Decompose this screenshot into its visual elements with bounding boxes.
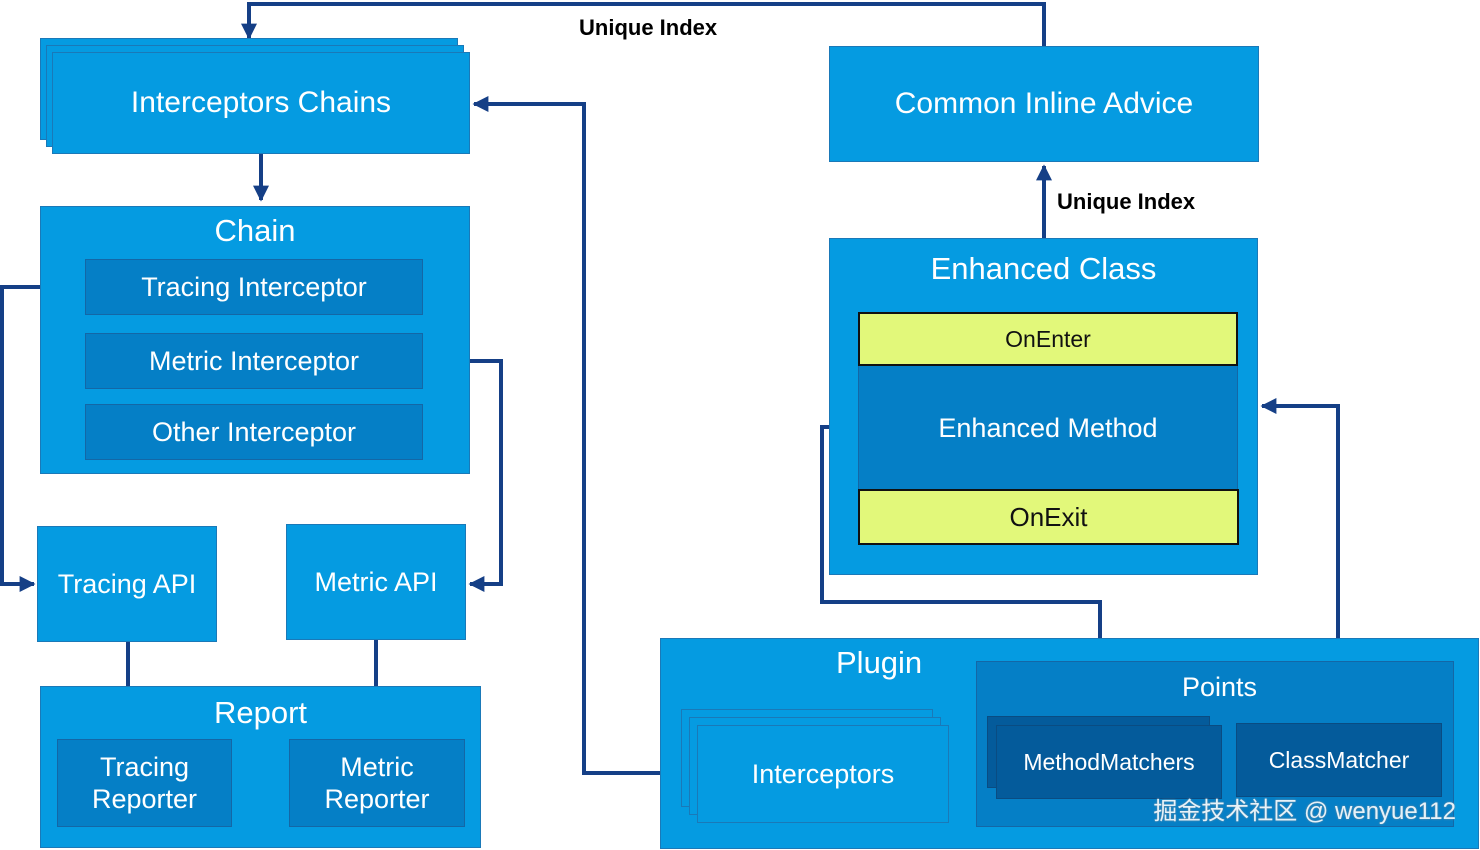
- on-exit-box: OnExit: [858, 489, 1239, 545]
- points-box: Points MethodMatchers ClassMatcher: [976, 661, 1454, 827]
- edge-label-unique-index-top: Unique Index: [579, 15, 718, 40]
- enhanced-method-label: Enhanced Method: [938, 412, 1158, 443]
- other-interceptor-label: Other Interceptor: [151, 416, 357, 447]
- enhanced-method-box: Enhanced Method: [858, 365, 1238, 491]
- common-inline-advice-box: Common Inline Advice: [829, 46, 1259, 162]
- class-matcher-label: ClassMatcher: [1268, 746, 1410, 773]
- method-matchers-box: MethodMatchers: [996, 725, 1222, 799]
- points-title: Points: [1182, 672, 1258, 702]
- method-matchers-label: MethodMatchers: [1023, 748, 1195, 775]
- report-title: Report: [213, 695, 308, 730]
- tracing-api-label: Tracing API: [57, 568, 197, 599]
- metric-interceptor-box: Metric Interceptor: [85, 333, 423, 389]
- tracing-reporter-box: Tracing Reporter: [57, 739, 232, 827]
- tracing-api-box: Tracing API: [37, 526, 217, 642]
- tracing-reporter-label: Tracing Reporter: [91, 752, 198, 814]
- watermark-text: 掘金技术社区 @ wenyue112: [1153, 798, 1456, 825]
- chain-title: Chain: [214, 213, 296, 248]
- interceptors-chains-box: Interceptors Chains: [52, 52, 470, 154]
- metric-api-box: Metric API: [286, 524, 466, 640]
- other-interceptor-box: Other Interceptor: [85, 404, 423, 460]
- on-enter-label: OnEnter: [1005, 325, 1091, 352]
- plugin-interceptors-box: Interceptors: [697, 725, 949, 823]
- report-box: Report Tracing Reporter Metric Reporter: [40, 686, 481, 848]
- metric-reporter-box: Metric Reporter: [289, 739, 465, 827]
- chain-box: Chain Tracing Interceptor Metric Interce…: [40, 206, 470, 474]
- tracing-interceptor-label: Tracing Interceptor: [141, 271, 367, 302]
- on-exit-label: OnExit: [1009, 501, 1088, 532]
- plugin-box: Plugin Interceptors Points MethodMatcher…: [660, 638, 1479, 849]
- on-enter-box: OnEnter: [858, 312, 1238, 366]
- plugin-interceptors-label: Interceptors: [751, 758, 895, 789]
- interceptors-chains-label: Interceptors Chains: [130, 86, 392, 119]
- edge-label-unique-index-mid: Unique Index: [1057, 189, 1196, 214]
- common-inline-advice-label: Common Inline Advice: [894, 87, 1194, 120]
- enhanced-class-title: Enhanced Class: [930, 251, 1157, 286]
- metric-reporter-label: Metric Reporter: [324, 752, 430, 814]
- class-matcher-box: ClassMatcher: [1236, 723, 1442, 797]
- metric-interceptor-label: Metric Interceptor: [148, 345, 360, 376]
- plugin-title: Plugin: [836, 645, 923, 680]
- metric-api-label: Metric API: [314, 566, 438, 597]
- tracing-interceptor-box: Tracing Interceptor: [85, 259, 423, 315]
- enhanced-class-box: Enhanced Class Enhanced Method OnEnter O…: [829, 238, 1258, 575]
